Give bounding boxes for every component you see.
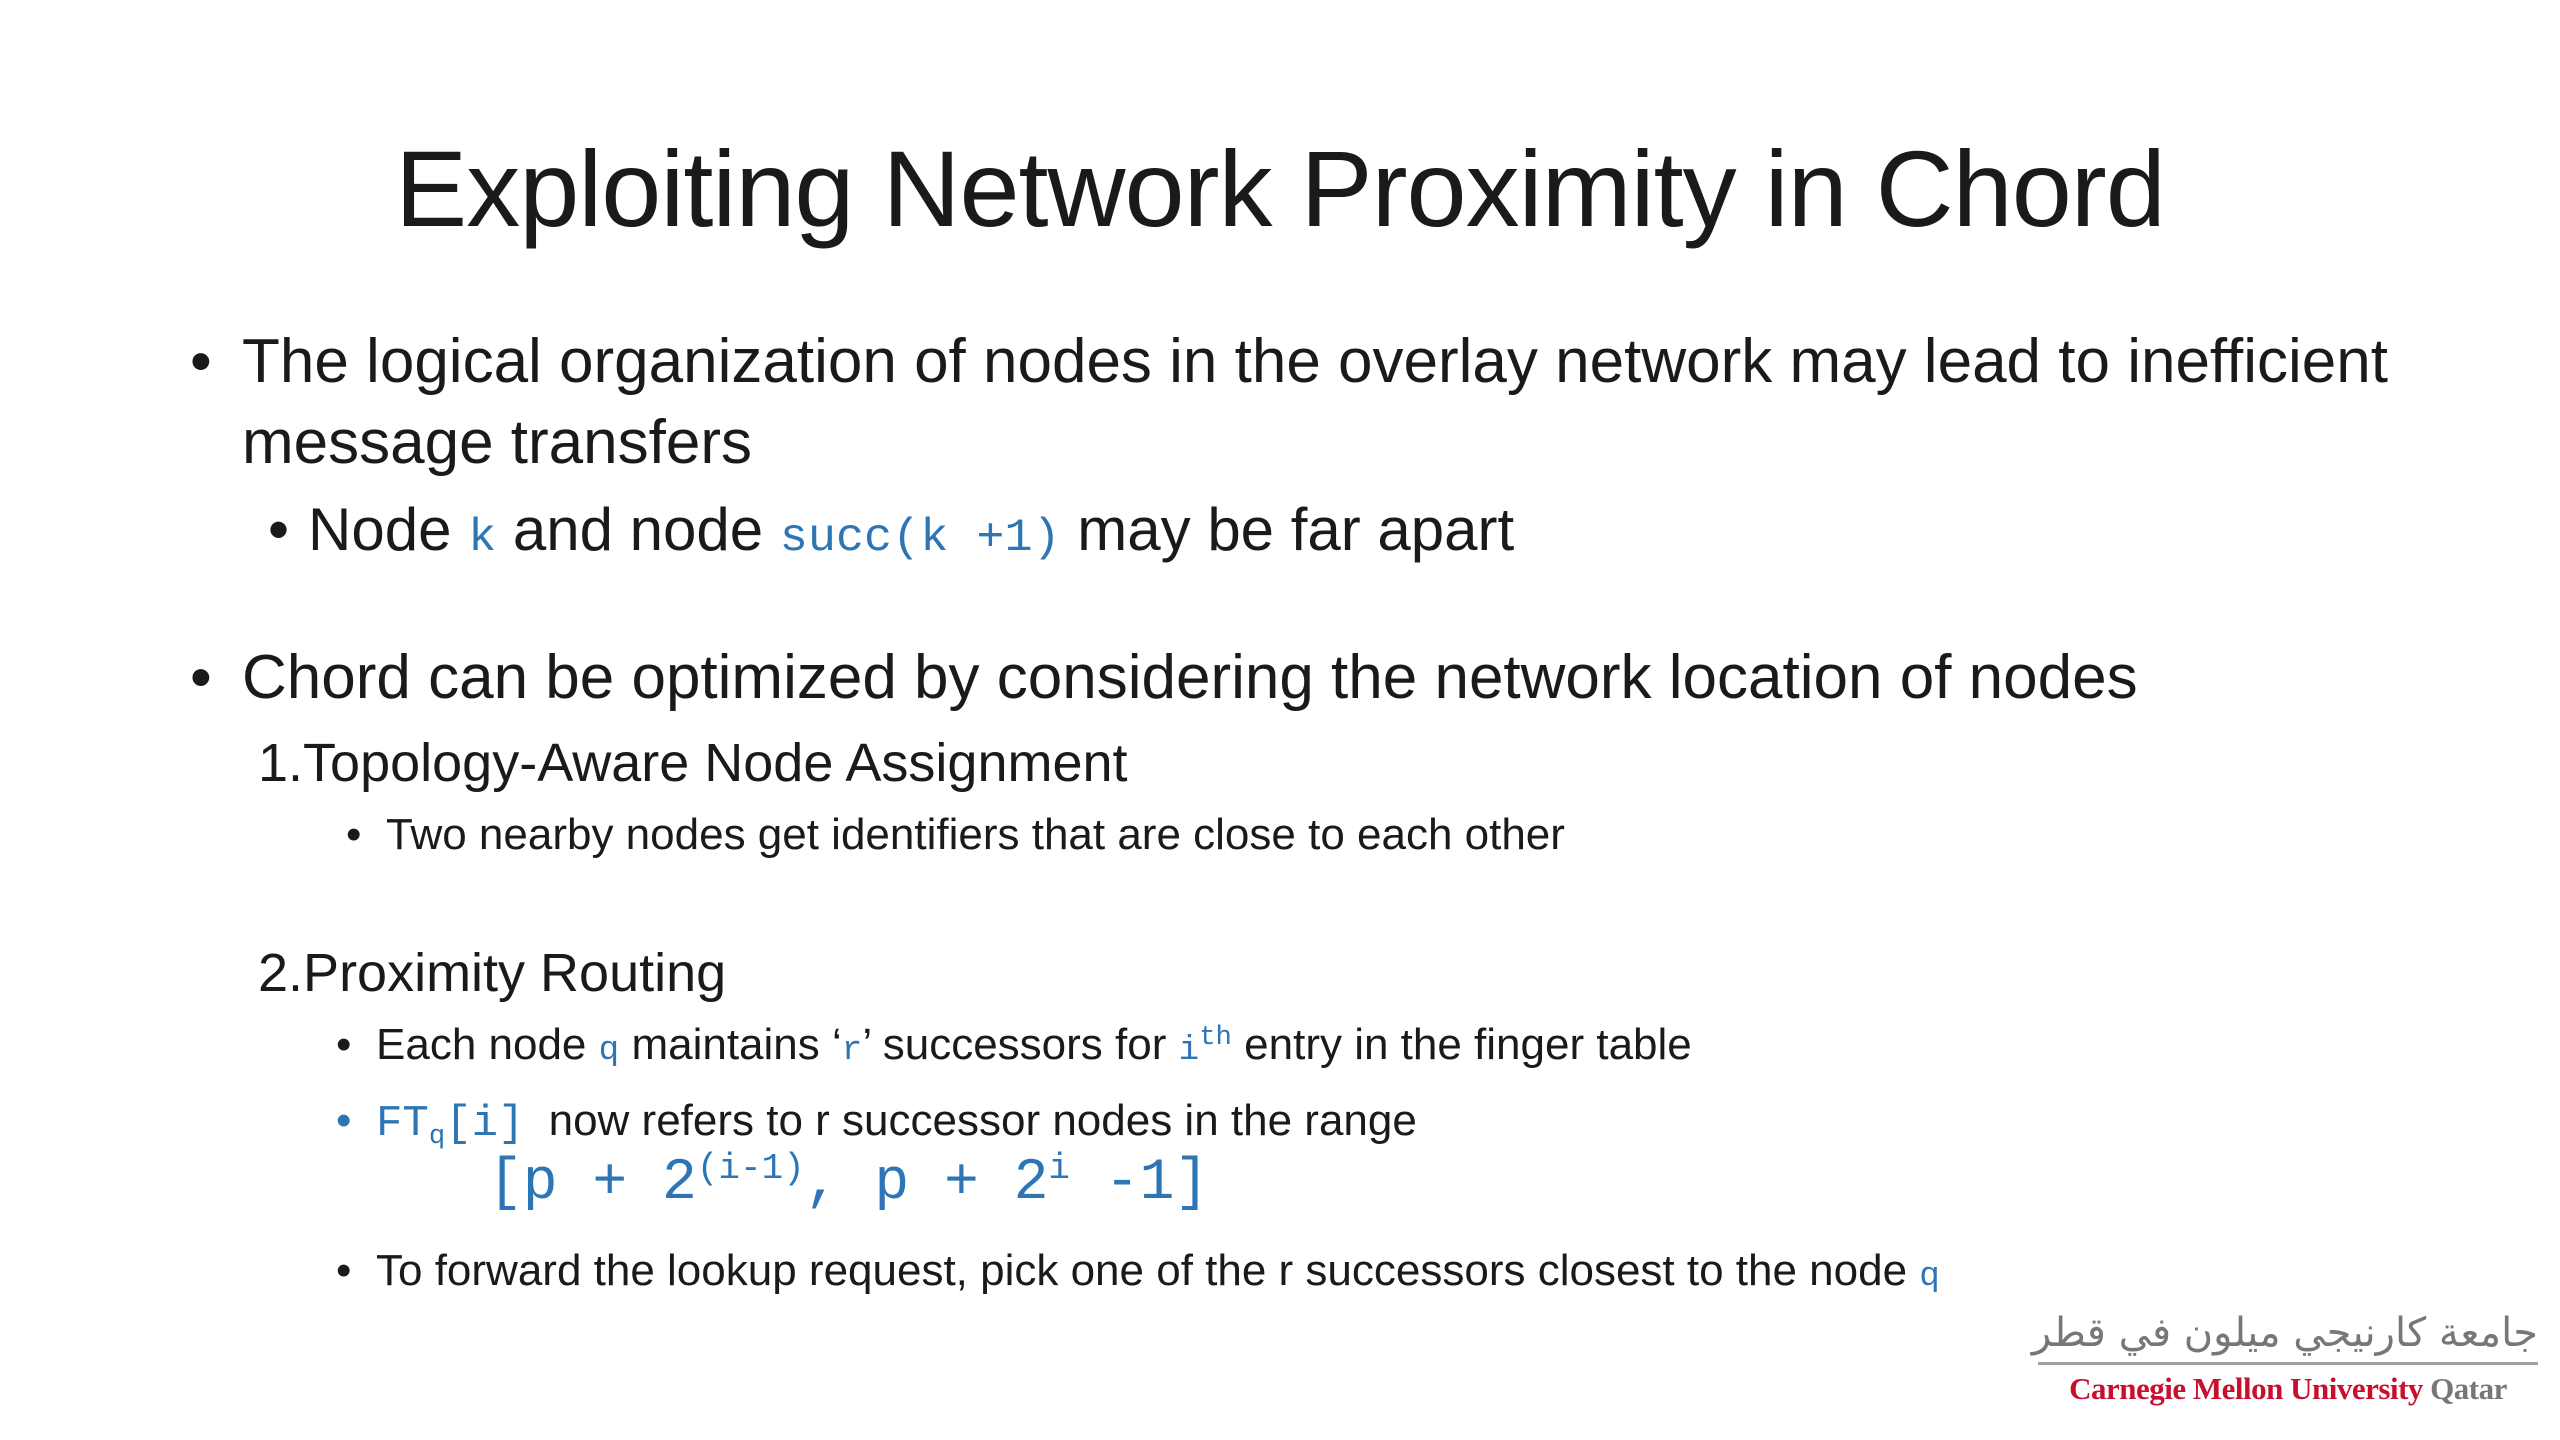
text-segment: To forward the lookup request, pick one … [376,1246,1920,1295]
slide-title: Exploiting Network Proximity in Chord [395,128,2166,249]
subscript-q: q [428,1121,446,1153]
code-q: q [598,1031,620,1070]
range-formula: [p + 2(i-1), p + 2i -1] [488,1148,1209,1216]
bullet-dot-icon: • [190,327,212,396]
cmu-qatar-logo: جامعة كارنيجي ميلون في قطر Carnegie Mell… [2032,1310,2538,1407]
bullet-chord-optimized: • Chord can be optimized by considering … [190,638,2530,719]
formula-superscript-i: i [1048,1148,1070,1189]
bullet-overlay-network-text: The logical organization of nodes in the… [242,327,2388,477]
logo-arabic-text: جامعة كارنيجي ميلون في قطر [2032,1310,2538,1365]
numbered-item-proximity: 2.Proximity Routing [258,940,726,1008]
bullet-dot-icon: • [336,1246,352,1295]
text-segment: may be far apart [1060,496,1515,563]
code-r: r [841,1031,863,1070]
item-heading: Proximity Routing [303,943,727,1003]
bullet-each-node: • Each node q maintains ‘r’ successors f… [336,1016,1692,1074]
bullet-node-far-apart-text: Node k and node succ(k +1) may be far ap… [308,492,1514,568]
numbered-item-topology: 1.Topology-Aware Node Assignment [258,730,1128,798]
bullet-dot-icon: • [190,643,212,712]
text-segment: Each node [376,1020,599,1069]
bullet-nearby-nodes: • Two nearby nodes get identifiers that … [346,806,1565,863]
bullet-overlay-network: • The logical organization of nodes in t… [190,322,2472,483]
bullet-dot-icon: • [346,810,362,859]
bullet-node-far-apart: • Node k and node succ(k +1) may be far … [268,492,1514,568]
code-ft: FT [376,1099,429,1149]
text-segment: entry in the finger table [1231,1020,1692,1069]
bullet-chord-optimized-text: Chord can be optimized by considering th… [242,643,2138,712]
item-number: 2. [258,943,304,1003]
text-segment: now refers to r successor nodes in the r… [548,1096,1417,1145]
text-segment: maintains ‘ [619,1020,842,1069]
text-segment: Node [308,496,469,563]
item-heading: Topology-Aware Node Assignment [303,733,1128,793]
logo-wordmark: Carnegie Mellon University Qatar [2038,1371,2538,1407]
bullet-forward-lookup: • To forward the lookup request, pick on… [336,1242,1940,1300]
formula-segment: [p + 2 [488,1150,697,1216]
bullet-nearby-nodes-text: Two nearby nodes get identifiers that ar… [386,810,1565,859]
code-i: i [1178,1031,1200,1070]
logo-university-name: Carnegie Mellon University [2069,1371,2423,1406]
bullet-each-node-text: Each node q maintains ‘r’ successors for… [376,1016,1692,1074]
item-number: 1. [258,733,304,793]
code-index-i: [i] [445,1099,525,1149]
formula-segment: -1] [1069,1150,1210,1216]
bullet-forward-lookup-text: To forward the lookup request, pick one … [376,1242,1940,1300]
formula-superscript-i-minus-1: (i-1) [696,1148,805,1189]
superscript-th: th [1199,1022,1232,1053]
logo-campus-name: Qatar [2430,1371,2507,1406]
bullet-dot-icon: • [336,1020,352,1069]
bullet-finger-table: • FTq[i] now refers to r successor nodes … [336,1092,1417,1155]
formula-segment: , p + 2 [804,1150,1049,1216]
text-segment: ’ successors for [862,1020,1179,1069]
bullet-dot-icon: • [336,1096,352,1145]
code-q: q [1919,1257,1940,1296]
text-segment: and node [496,496,780,563]
code-k: k [468,512,497,565]
bullet-finger-table-text: FTq[i] now refers to r successor nodes in… [376,1092,1417,1155]
code-succ-k-plus-1: succ(k +1) [779,512,1061,565]
bullet-dot-icon: • [268,496,290,563]
